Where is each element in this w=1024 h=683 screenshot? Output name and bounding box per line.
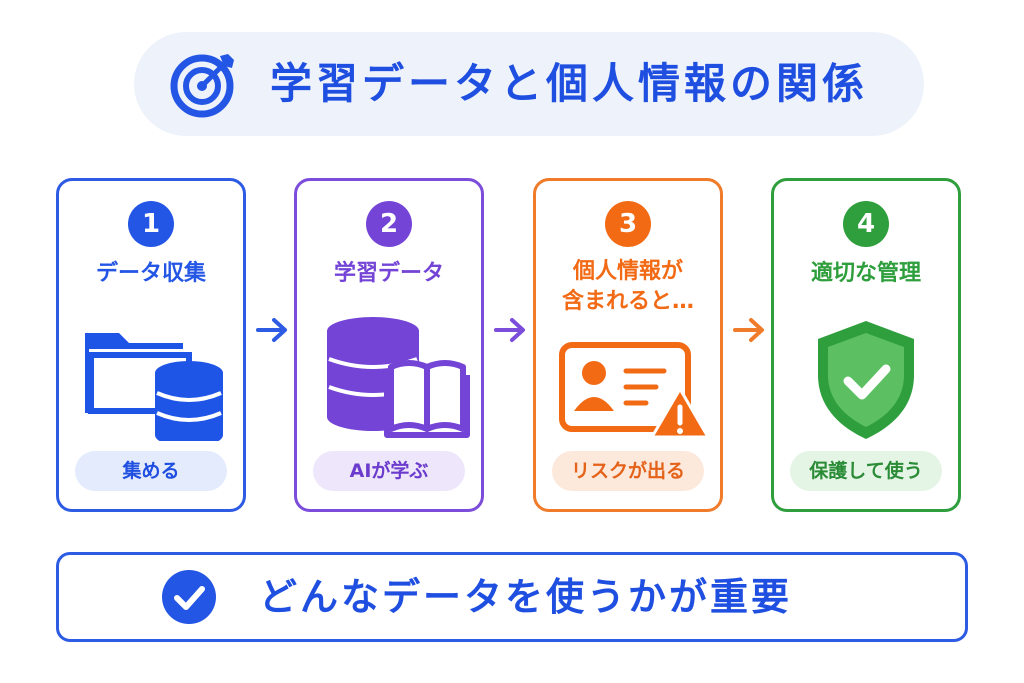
step-badge: 集める [75, 451, 227, 491]
step-card-1: 1 データ収集 集める [56, 178, 246, 512]
shield-check-icon [818, 321, 914, 439]
step-label: 個人情報が 含まれると… [561, 259, 694, 314]
step-number: 1 [128, 201, 174, 247]
step-card-2: 2 学習データ AIが学ぶ [294, 178, 484, 512]
step-number: 2 [366, 201, 412, 247]
step-card-3: 3 個人情報が 含まれると… リスクが出る [533, 178, 723, 512]
id-card-warning-icon [559, 342, 710, 439]
arrow-right-icon [494, 318, 525, 342]
conclusion-bar: どんなデータを使うかが重要 [56, 552, 968, 642]
database-book-icon [327, 317, 470, 438]
target-icon [170, 54, 234, 118]
step-badge: 保護して使う [790, 451, 942, 491]
step-number: 4 [843, 201, 889, 247]
conclusion-text: どんなデータを使うかが重要 [259, 575, 793, 619]
step-label: 学習データ [333, 261, 444, 286]
arrow-right-icon [256, 318, 287, 342]
step-label: データ収集 [95, 261, 206, 286]
step-badge: リスクが出る [552, 451, 704, 491]
title-banner: 学習データと個人情報の関係 [134, 32, 924, 136]
folder-database-icon [85, 333, 223, 441]
step-number: 3 [605, 201, 651, 247]
step-label: 適切な管理 [810, 261, 921, 286]
step-card-4: 4 適切な管理 保護して使う [771, 178, 961, 512]
check-circle-icon [162, 570, 216, 624]
page-title: 学習データと個人情報の関係 [270, 59, 869, 108]
step-badge: AIが学ぶ [313, 451, 465, 491]
arrow-right-icon [733, 318, 764, 342]
